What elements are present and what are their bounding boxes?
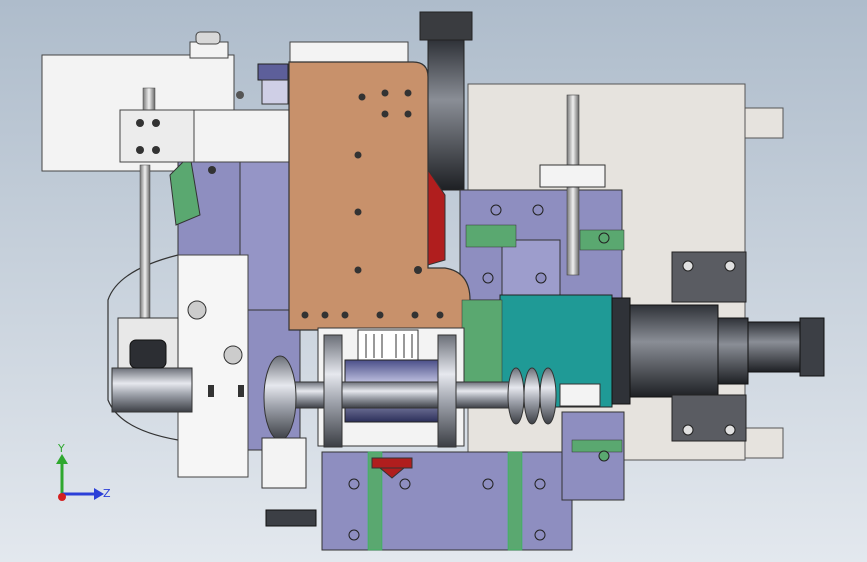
- z-arrow-head: [94, 488, 104, 500]
- y-axis-label: Y: [57, 442, 65, 455]
- top-fittings[interactable]: [257, 41, 409, 105]
- red-wedge: [427, 168, 446, 266]
- motor-flange[interactable]: [671, 251, 747, 442]
- frame-bolts: [208, 91, 610, 541]
- pulley-bracket[interactable]: [177, 254, 249, 478]
- copper-mounting-plate[interactable]: [288, 61, 486, 331]
- adjust-screw[interactable]: [539, 94, 606, 276]
- top-cylinder[interactable]: [419, 11, 473, 191]
- z-axis-label: Z: [103, 487, 111, 500]
- y-arrow-head: [56, 454, 68, 464]
- coordinate-triad: Y Z: [56, 442, 111, 501]
- left-bearing-stack[interactable]: [111, 317, 193, 413]
- servo-motor[interactable]: [611, 297, 825, 405]
- disc-springs[interactable]: [507, 367, 601, 425]
- bottom-fittings[interactable]: [261, 437, 317, 527]
- spindle-assembly[interactable]: [263, 327, 523, 448]
- linear-rail-left: [367, 451, 383, 551]
- origin-dot: [58, 493, 66, 501]
- linear-rail-right: [507, 451, 523, 551]
- red-knob[interactable]: [371, 457, 413, 479]
- base-frame[interactable]: [321, 411, 625, 551]
